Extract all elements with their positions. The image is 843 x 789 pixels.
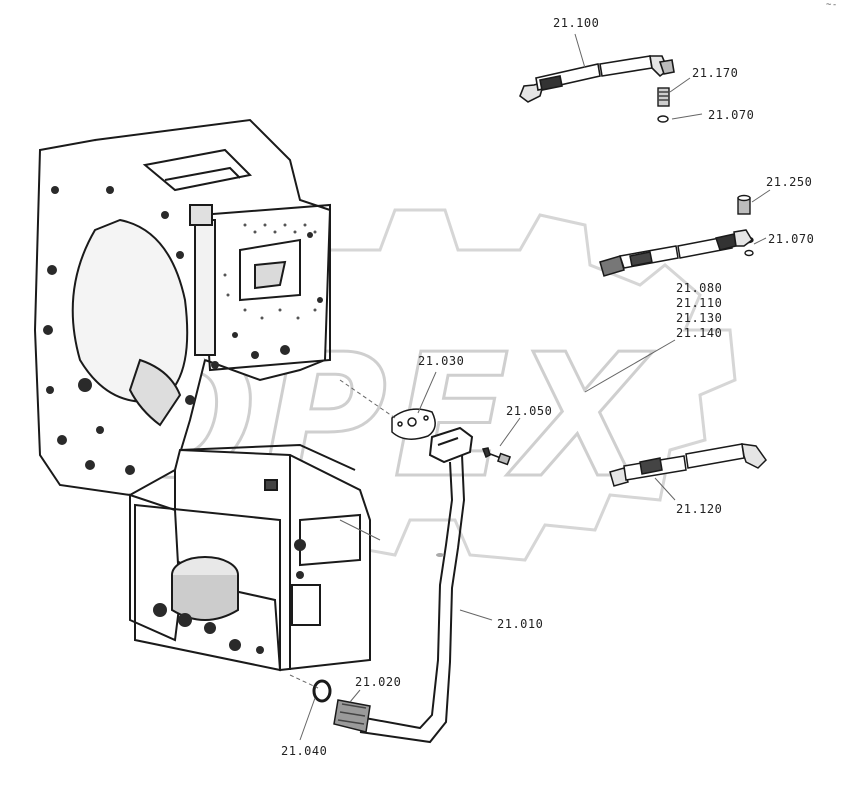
callout-21-040: 21.040 [281, 744, 328, 758]
hose-21-100 [519, 55, 675, 103]
gasket-21-030 [391, 408, 436, 440]
callout-21-170: 21.170 [692, 66, 739, 80]
housing-texture [223, 223, 317, 320]
hose-21-120 [609, 443, 767, 487]
callout-21-070: 21.070 [708, 108, 755, 122]
callout-21-010: 21.010 [497, 617, 544, 631]
corner-mark: ~- [826, 0, 838, 10]
pipe-21-010 [359, 426, 474, 744]
hose-21-080 [599, 229, 753, 277]
callout-21-070: 21.070 [768, 232, 815, 246]
callout-21-110: 21.110 [676, 296, 723, 310]
hose-end-21-020 [333, 699, 371, 733]
callout-21-250: 21.250 [766, 175, 813, 189]
bolt-21-050 [481, 447, 512, 466]
o-ring-21-040 [312, 679, 332, 703]
callout-21-100: 21.100 [553, 16, 600, 30]
callout-21-050: 21.050 [506, 404, 553, 418]
callout-21-020: 21.020 [355, 675, 402, 689]
transmission-housing [33, 118, 371, 672]
fitting-21-170 [657, 87, 670, 123]
housing-bolts [43, 186, 323, 654]
callout-21-140: 21.140 [676, 326, 723, 340]
callout-21-120: 21.120 [676, 502, 723, 516]
callout-21-030: 21.030 [418, 354, 465, 368]
callout-21-130: 21.130 [676, 311, 723, 325]
leader-lines [289, 33, 771, 741]
callout-21-080: 21.080 [676, 281, 723, 295]
